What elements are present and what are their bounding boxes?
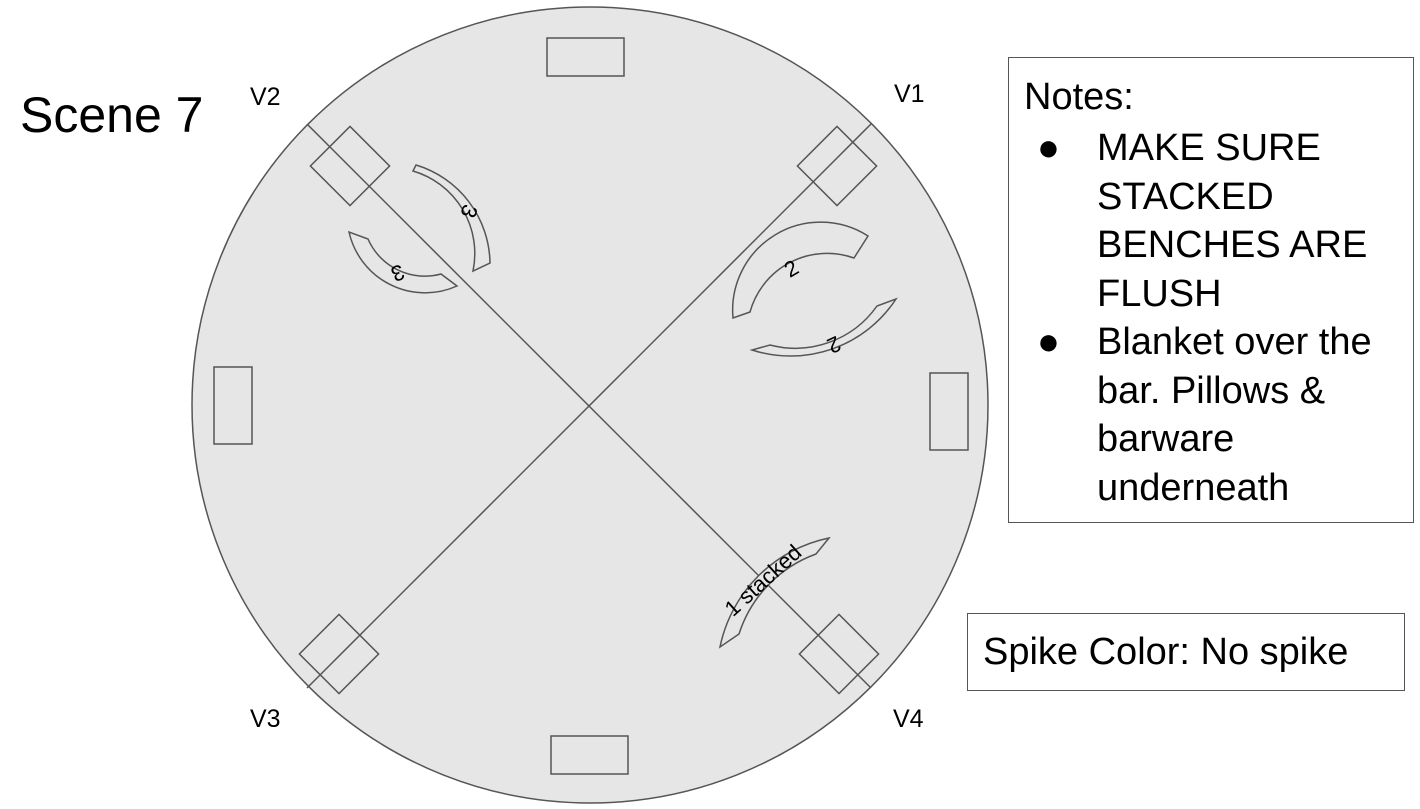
edge-block-top bbox=[546, 37, 625, 77]
bench-v1-b-shape bbox=[749, 297, 898, 357]
note-line: MAKE SURE bbox=[1097, 127, 1321, 169]
vom-label-v3: V3 bbox=[250, 705, 281, 733]
notes-title: Notes: bbox=[1024, 76, 1134, 118]
note-line: underneath bbox=[1097, 466, 1290, 509]
corner-square-v4 bbox=[798, 613, 880, 695]
vom-label-v4: V4 bbox=[893, 705, 924, 733]
vom-label-v1: V1 bbox=[894, 80, 925, 108]
note-line: FLUSH bbox=[1097, 272, 1222, 315]
bench-v4-shape bbox=[718, 536, 831, 649]
note-item-flush: ● MAKE SURE STACKED BENCHES ARE FLUSH bbox=[1009, 124, 1397, 318]
aisle-line-v1-v3 bbox=[306, 123, 872, 689]
corner-square-v1 bbox=[796, 125, 878, 207]
edge-block-left bbox=[213, 366, 253, 445]
bench-v1-a-shape bbox=[731, 221, 870, 320]
bench-v2-a-shape bbox=[411, 164, 491, 273]
edge-block-right bbox=[929, 372, 969, 451]
note-item-blanket: ● Blanket over the bar. Pillows & barwar… bbox=[1009, 318, 1397, 512]
corner-square-v3 bbox=[298, 613, 380, 695]
scene-title: Scene 7 bbox=[20, 87, 204, 143]
bullet-icon: ● bbox=[1037, 127, 1060, 169]
corner-square-v2 bbox=[309, 125, 391, 207]
note-line: barware bbox=[1097, 418, 1235, 460]
vom-label-v2: V2 bbox=[250, 83, 281, 111]
notes-list: ● MAKE SURE STACKED BENCHES ARE FLUSH ● … bbox=[1009, 124, 1397, 512]
edge-block-bottom bbox=[550, 735, 629, 775]
note-line: STACKED bbox=[1097, 175, 1274, 218]
note-line: bar. Pillows & bbox=[1097, 369, 1326, 412]
note-line: Blanket over the bbox=[1097, 321, 1372, 363]
spike-color-panel: Spike Color: No spike bbox=[967, 613, 1405, 691]
note-line: BENCHES ARE bbox=[1097, 224, 1368, 266]
notes-panel: Notes: ● MAKE SURE STACKED BENCHES ARE F… bbox=[1008, 57, 1414, 523]
spike-color-text: Spike Color: No spike bbox=[983, 631, 1349, 673]
bullet-icon: ● bbox=[1037, 321, 1060, 363]
bench-v2-b-shape bbox=[347, 230, 459, 294]
